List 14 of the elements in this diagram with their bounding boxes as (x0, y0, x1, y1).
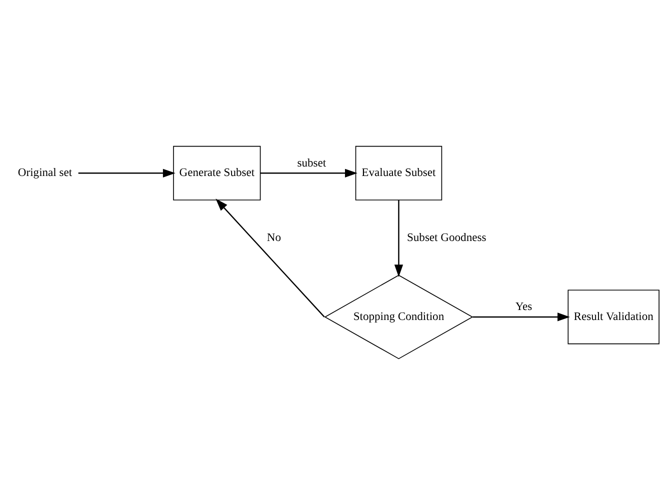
node-box: Generate Subset (173, 145, 261, 200)
edge-label: Yes (515, 300, 532, 313)
node-box: Result Validation (568, 289, 660, 344)
node-text: Original set (18, 166, 72, 179)
arrow (472, 312, 570, 321)
arrow (78, 168, 176, 177)
node-box: Evaluate Subset (355, 145, 442, 200)
edge-label: subset (297, 156, 326, 169)
node-diamond: Stopping Condition (324, 274, 474, 359)
arrow (394, 200, 404, 277)
edge-label: Subset Goodness (406, 230, 486, 244)
arrow (216, 198, 325, 317)
edge-label: No (266, 230, 282, 244)
arrow (260, 168, 358, 177)
